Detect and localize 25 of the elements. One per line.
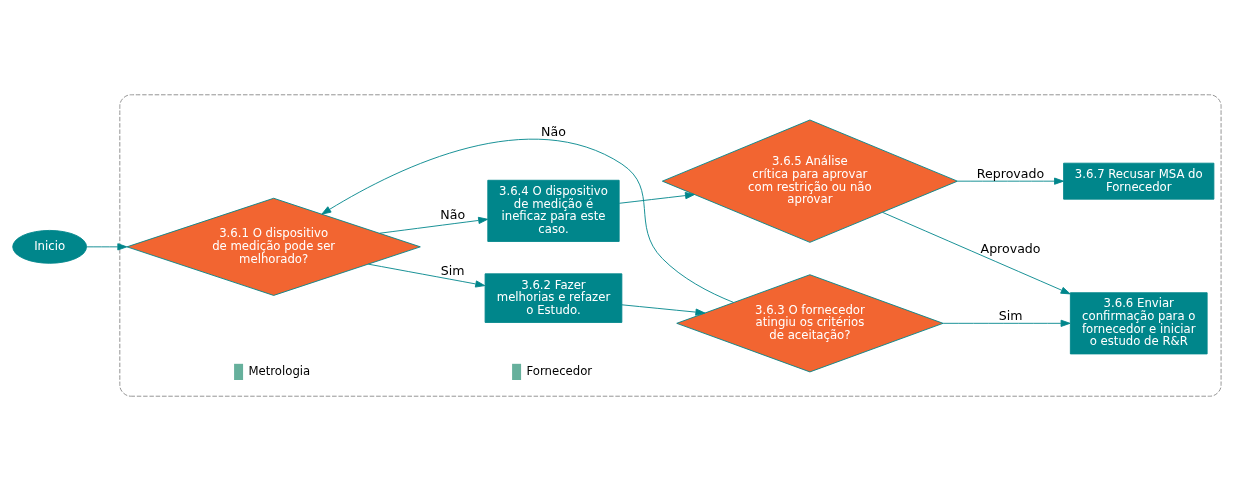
node-box: 3.6.6 Enviar confirmação para o fornecedor e iniciar o estudo de R&R xyxy=(1069,291,1208,354)
node-box: 3.6.7 Recusar MSA do Fornecedor xyxy=(1063,162,1215,200)
arrow xyxy=(321,138,734,303)
edge-label: Reprovado xyxy=(976,165,1045,181)
edge-label: Aprovado xyxy=(980,240,1041,256)
legend-label: Fornecedor xyxy=(526,363,593,378)
arrow xyxy=(957,177,1064,185)
arrow xyxy=(882,211,1071,294)
legend-label: Metrologia xyxy=(248,363,311,378)
edge-label: Sim xyxy=(998,307,1023,323)
arrow xyxy=(367,263,486,288)
arrow xyxy=(621,303,706,316)
arrow xyxy=(618,191,695,204)
arrow xyxy=(86,242,128,250)
arrow xyxy=(942,319,1071,327)
edge-label: Não xyxy=(541,123,566,139)
node-diamond: 3.6.1 O dispositivo de medição pode ser melhorado? xyxy=(126,197,421,296)
node-box: 3.6.2 Fazer melhorias e refazer o Estudo. xyxy=(484,272,623,323)
node-ellipse: Inicio xyxy=(12,229,87,264)
node-diamond: 3.6.3 O fornecedor atingiu os critérios de aceitação? xyxy=(676,273,944,372)
arrow xyxy=(379,216,489,234)
node-box: 3.6.4 O dispositivo de medição é ineficaz para este caso. xyxy=(487,179,620,242)
node-diamond: 3.6.5 Análise crítica para aprovar com restrição ou não aprovar xyxy=(661,119,958,243)
edge-label: Sim xyxy=(440,262,465,278)
edge-label: Não xyxy=(440,206,466,222)
